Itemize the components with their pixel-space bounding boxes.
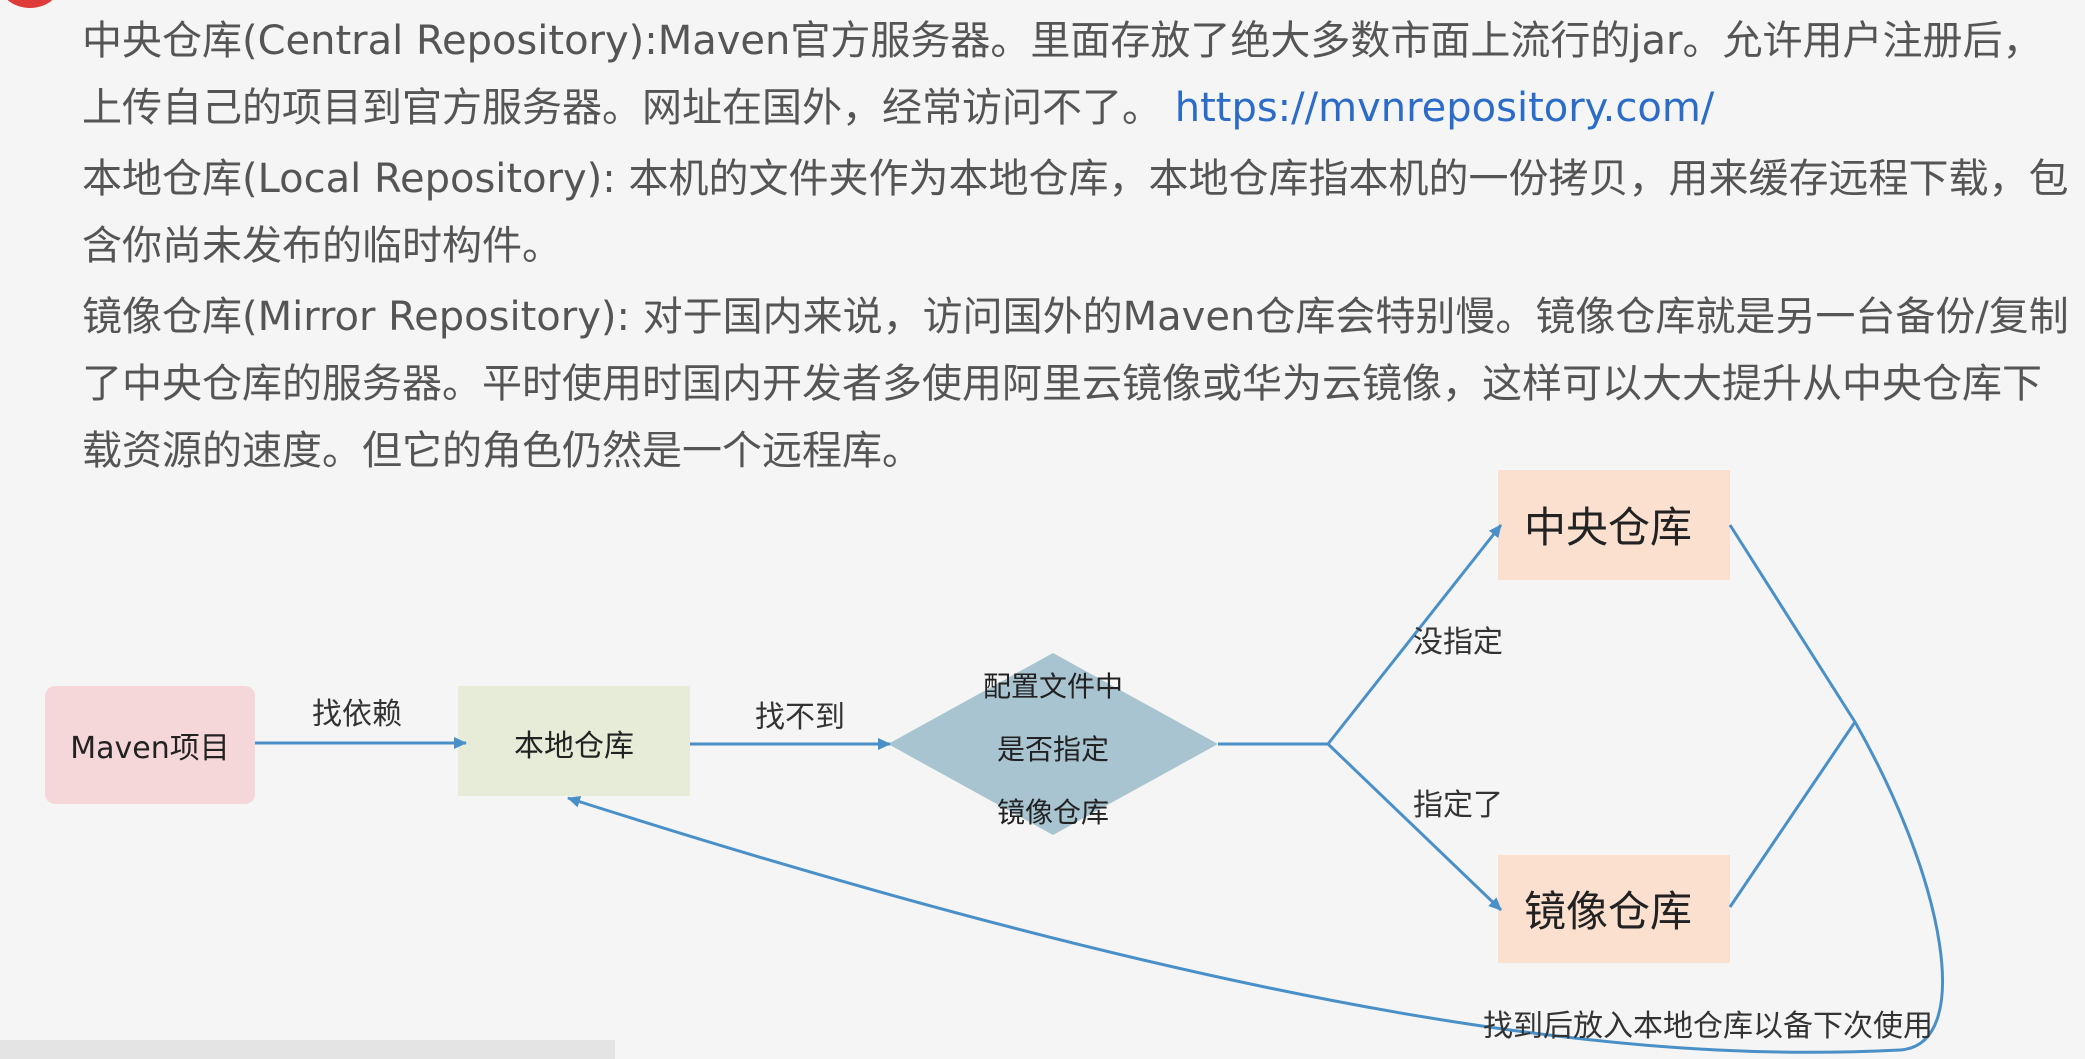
central-repo-label: 中央仓库 [1524, 503, 1692, 552]
edge-label-specified: 指定了 [1413, 788, 1503, 823]
line-mirror-to-merge [1728, 721, 1857, 908]
central-repo-node: 中央仓库 [1498, 470, 1730, 580]
local-repo-paragraph: 本地仓库(Local Repository): 本机的文件夹作为本地仓库，本地仓… [82, 156, 2069, 269]
central-repo-paragraph: 中央仓库(Central Repository):Maven官方服务器。里面存放… [82, 8, 2072, 142]
local-repo-label: 本地仓库 [514, 729, 634, 764]
mirror-repo-paragraph: 镜像仓库(Mirror Repository): 对于国内来说，访问国外的Mav… [82, 294, 2069, 474]
mvnrepository-link[interactable]: https://mvnrepository.com/ [1174, 85, 1715, 131]
text-block: 中央仓库(Central Repository):Maven官方服务器。里面存放… [82, 8, 2072, 485]
edge-label-return: 找到后放入本地仓库以备下次使用 [1483, 1009, 1933, 1044]
bottom-toolbar-strip [0, 1040, 615, 1059]
maven-project-node: Maven项目 [45, 686, 255, 804]
mirror-repo-label: 镜像仓库 [1524, 887, 1692, 936]
edge-label-find-dependency: 找依赖 [312, 697, 402, 732]
decision-label-line2: 是否指定 [997, 733, 1109, 766]
edge-label-not-specified: 没指定 [1413, 625, 1503, 660]
decision-label-line1: 配置文件中 [983, 670, 1123, 703]
arrow-branch-to-mirror [1326, 742, 1503, 912]
decision-label-line3: 镜像仓库 [997, 796, 1109, 829]
local-repo-node: 本地仓库 [458, 686, 690, 796]
arrow-return-to-local [567, 721, 1944, 1054]
line-central-to-merge [1728, 524, 1857, 723]
red-mark-decoration [0, 0, 60, 8]
mirror-repo-node: 镜像仓库 [1498, 855, 1730, 963]
central-repo-text: 中央仓库(Central Repository):Maven官方服务器。里面存放… [82, 18, 2043, 131]
maven-project-label: Maven项目 [70, 731, 230, 766]
edge-label-not-found: 找不到 [755, 700, 845, 735]
decision-node: 配置文件中 是否指定 镜像仓库 [888, 653, 1218, 835]
arrow-branch-to-central [1326, 524, 1503, 745]
